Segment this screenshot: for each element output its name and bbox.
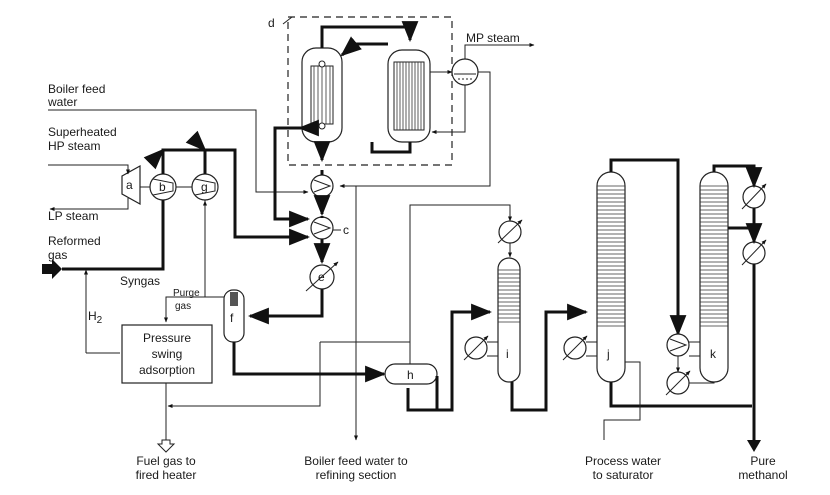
condenser-i (497, 219, 523, 244)
label-purge-gas-1: Purge (173, 288, 200, 299)
label-purge-gas-2: gas (175, 301, 191, 312)
exchanger-c (310, 216, 334, 240)
psa-label-2: swing (152, 347, 183, 361)
condenser-k2 (741, 239, 767, 266)
psa-label-1: Pressure (143, 331, 191, 345)
tag-e: e (318, 270, 325, 284)
reboiler-j (562, 335, 588, 361)
tag-f: f (230, 311, 234, 325)
label-fuel-gas-2: fired heater (136, 468, 197, 482)
steam-drum (451, 58, 479, 92)
label-boiler-feed-water-2: water (47, 95, 77, 109)
topping-column-i (497, 257, 521, 383)
label-process-water-2: to saturator (593, 468, 654, 482)
label-reformed-gas-2: gas (48, 248, 67, 262)
tag-b: b (159, 180, 166, 194)
steam-turbine-a (121, 164, 141, 206)
refining-column-j (596, 171, 626, 383)
tag-h: h (407, 368, 414, 382)
label-syngas: Syngas (120, 274, 160, 288)
reformed-gas-inlet-arrow (42, 259, 62, 279)
label-boiler-feed-water-1: Boiler feed (48, 82, 105, 96)
methanol-reactor-1 (301, 47, 343, 143)
separator-f (223, 289, 245, 343)
refining-column-k (699, 171, 729, 383)
label-reformed-gas-1: Reformed (48, 234, 101, 248)
label-pure-methanol-2: methanol (738, 468, 787, 482)
label-pure-methanol-1: Pure (750, 454, 776, 468)
cooler-e (305, 261, 339, 292)
label-process-water-1: Process water (585, 454, 661, 468)
tag-j: j (606, 347, 610, 361)
label-mp-steam: MP steam (466, 31, 520, 45)
feed-effluent-exchanger (310, 174, 334, 198)
tag-a: a (126, 178, 133, 192)
methanol-reactor-2 (387, 49, 431, 143)
label-bfw-refining-2: refining section (316, 468, 397, 482)
tag-c: c (343, 223, 349, 237)
label-fuel-gas-1: Fuel gas to (136, 454, 196, 468)
interchanger-jk (666, 333, 690, 357)
reboiler-i (463, 335, 489, 361)
cooler-jk (665, 370, 691, 396)
psa-label-3: adsorption (139, 363, 195, 377)
psa-unit: Pressure swing adsorption (121, 324, 213, 384)
tag-g: g (201, 180, 208, 194)
tag-k: k (710, 347, 717, 361)
label-h2: H2 (88, 309, 103, 326)
condenser-k1 (741, 183, 767, 210)
label-hp-steam-1: Superheated (48, 125, 117, 139)
label-hp-steam-2: HP steam (48, 139, 100, 153)
flash-drum-h (384, 363, 438, 385)
tag-d: d (268, 16, 275, 30)
pure-methanol-outlet-arrow (747, 440, 761, 452)
tag-i: i (506, 347, 509, 361)
fuel-gas-outlet-arrow (156, 439, 176, 453)
label-bfw-refining-1: Boiler feed water to (304, 454, 408, 468)
label-lp-steam: LP steam (48, 209, 98, 223)
